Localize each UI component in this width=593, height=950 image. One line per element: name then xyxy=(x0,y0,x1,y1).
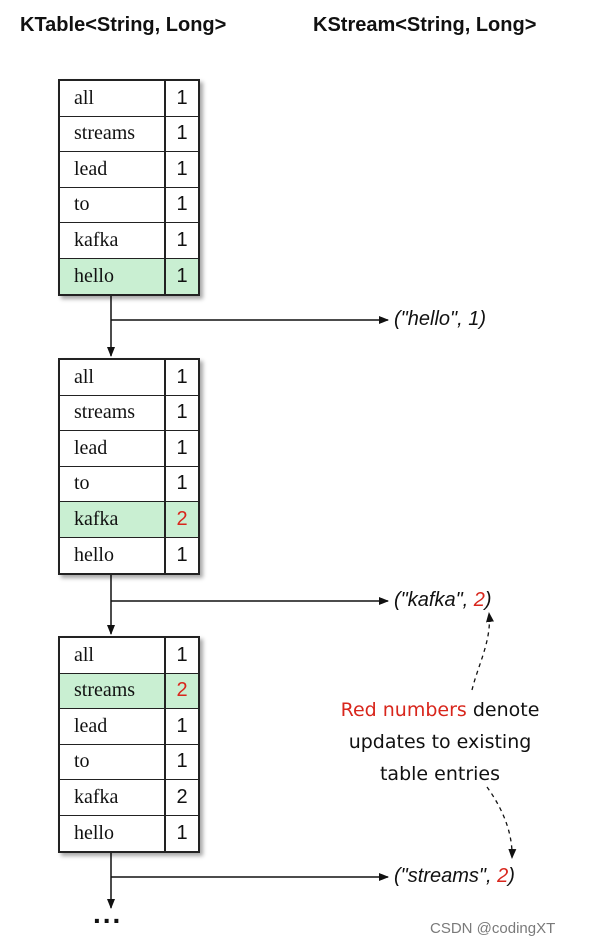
ktable-snapshot-1: all 1 streams 1 lead 1 to 1 kafka 1 hello 1 xyxy=(58,79,200,296)
note-line-3: table entries xyxy=(379,763,501,785)
row-key: kafka xyxy=(60,780,166,815)
row-value: 1 xyxy=(176,750,188,773)
table-row: kafka 1 xyxy=(60,223,198,259)
table-row: lead 1 xyxy=(60,709,198,745)
table-row: hello 1 xyxy=(60,537,198,573)
row-key: kafka xyxy=(60,223,166,258)
table-row: to 1 xyxy=(60,744,198,780)
row-key: streams xyxy=(60,116,166,151)
note-red-text: Red numbers xyxy=(340,699,467,721)
note-text: denote xyxy=(466,699,540,721)
row-value: 1 xyxy=(176,228,188,251)
ktable-header: KTable<String, Long> xyxy=(20,14,227,36)
note-line-1: Red numbers denote xyxy=(312,694,568,726)
table-row: all 1 xyxy=(60,81,198,117)
row-value: 1 xyxy=(176,821,188,844)
record-suffix: ) xyxy=(508,865,515,887)
stream-record-3: ("streams", 2) xyxy=(394,865,515,888)
kstream-header: KStream<String, Long> xyxy=(313,14,537,36)
row-key: lead xyxy=(60,152,166,187)
table-row: to 1 xyxy=(60,466,198,502)
table-row: all 1 xyxy=(60,360,198,396)
row-value: 2 xyxy=(176,507,188,530)
row-key: hello xyxy=(60,258,166,294)
table-row: kafka 2 xyxy=(60,780,198,816)
table-row: lead 1 xyxy=(60,431,198,467)
row-key: hello xyxy=(60,537,166,573)
table-row: streams 1 xyxy=(60,395,198,431)
row-key: streams xyxy=(60,673,166,708)
row-value: 1 xyxy=(176,543,188,566)
row-key: all xyxy=(60,360,166,395)
record-value: 2 xyxy=(473,589,485,611)
table-row: all 1 xyxy=(60,638,198,674)
row-key: to xyxy=(60,466,166,501)
ktable-snapshot-2: all 1 streams 1 lead 1 to 1 kafka 2 hello 1 xyxy=(58,358,200,575)
continuation-ellipsis: ... xyxy=(93,898,123,929)
row-key: kafka xyxy=(60,502,166,537)
row-key: all xyxy=(60,638,166,673)
note-arrow-up xyxy=(471,612,494,691)
table-row: to 1 xyxy=(60,187,198,223)
record-value: 2 xyxy=(497,865,509,887)
table-row: hello 1 xyxy=(60,815,198,851)
row-key: to xyxy=(60,744,166,779)
row-value: 1 xyxy=(176,714,188,737)
record-prefix: ("hello", xyxy=(394,308,469,330)
row-key: all xyxy=(60,81,166,116)
row-value: 1 xyxy=(176,193,188,216)
row-value: 1 xyxy=(176,472,188,495)
table-row: lead 1 xyxy=(60,152,198,188)
table-row: hello 1 xyxy=(60,258,198,294)
row-key: streams xyxy=(60,395,166,430)
row-value: 1 xyxy=(176,436,188,459)
row-value: 1 xyxy=(176,122,188,145)
ktable-snapshot-3: all 1 streams 2 lead 1 to 1 kafka 2 hello 1 xyxy=(58,636,200,853)
stream-record-1: ("hello", 1) xyxy=(394,308,486,331)
note-arrow-down xyxy=(486,786,517,859)
table-row: streams 1 xyxy=(60,116,198,152)
note-line-2: updates to existing xyxy=(348,731,532,753)
row-key: hello xyxy=(60,815,166,851)
row-value: 1 xyxy=(176,365,188,388)
row-value: 1 xyxy=(176,86,188,109)
table-row: kafka 2 xyxy=(60,502,198,538)
annotation-note: Red numbers denote updates to existing t… xyxy=(312,694,568,790)
record-prefix: ("streams", xyxy=(394,865,498,887)
row-value: 1 xyxy=(176,157,188,180)
watermark: CSDN @codingXT xyxy=(430,920,556,937)
stream-record-2: ("kafka", 2) xyxy=(394,589,492,612)
row-value: 2 xyxy=(176,785,188,808)
row-value: 2 xyxy=(176,679,188,702)
record-suffix: ) xyxy=(484,589,492,611)
record-suffix: ) xyxy=(479,308,487,330)
row-value: 1 xyxy=(176,401,188,424)
row-value: 1 xyxy=(176,643,188,666)
row-key: to xyxy=(60,187,166,222)
row-key: lead xyxy=(60,709,166,744)
record-prefix: ("kafka", xyxy=(394,589,474,611)
row-value: 1 xyxy=(176,264,188,287)
table-row: streams 2 xyxy=(60,673,198,709)
row-key: lead xyxy=(60,431,166,466)
record-value: 1 xyxy=(468,308,480,330)
